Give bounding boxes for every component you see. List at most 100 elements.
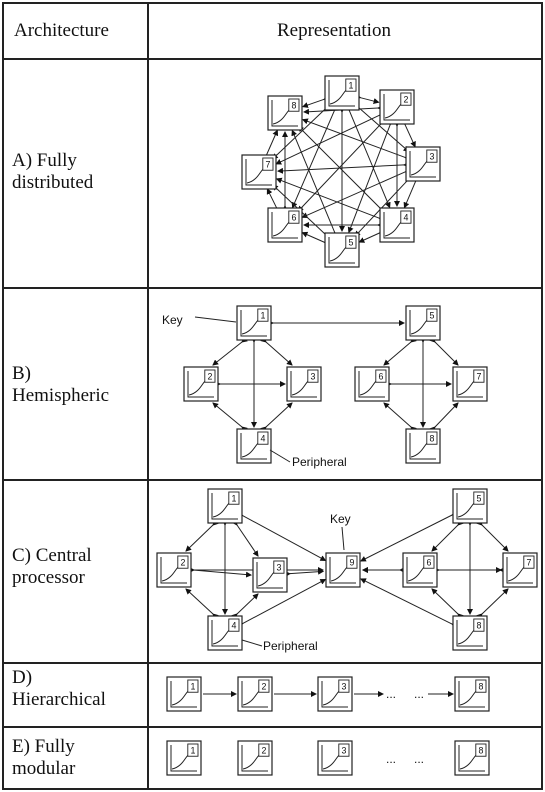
module-node: 3 bbox=[405, 146, 441, 182]
connection-arrow bbox=[260, 336, 293, 366]
module-node-number: 5 bbox=[429, 311, 434, 321]
key-pointer bbox=[341, 526, 345, 551]
module-node-number: 3 bbox=[341, 746, 346, 756]
row-label-line: B) bbox=[12, 363, 31, 384]
ellipsis: ... bbox=[386, 687, 396, 701]
module-node: 5 bbox=[405, 305, 441, 341]
row-label-central-processor: C) Central processor bbox=[12, 545, 92, 589]
connection-arrow bbox=[185, 588, 219, 620]
ellipsis: ... bbox=[386, 752, 396, 766]
key-label: Key bbox=[162, 313, 183, 327]
module-node: 6 bbox=[354, 366, 390, 402]
connection-arrow bbox=[284, 568, 325, 577]
peripheral-pointer bbox=[269, 449, 291, 463]
connection-arrow bbox=[266, 188, 282, 214]
module-node-number: 5 bbox=[348, 238, 353, 248]
module-node-number: 8 bbox=[291, 101, 296, 111]
module-node-number: 4 bbox=[231, 621, 236, 631]
module-node-number: 2 bbox=[207, 372, 212, 382]
connection-arrow bbox=[360, 578, 458, 630]
header-representation: Representation bbox=[277, 20, 391, 41]
module-node-number: 6 bbox=[291, 213, 296, 223]
row-label-line: processor bbox=[12, 567, 85, 588]
module-node-number: 7 bbox=[476, 372, 481, 382]
header-architecture: Architecture bbox=[14, 20, 109, 41]
module-node: 8 bbox=[405, 428, 441, 464]
connection-arrow bbox=[403, 175, 421, 209]
module-node-number: 8 bbox=[478, 746, 483, 756]
module-node-number: 3 bbox=[276, 563, 281, 573]
connection-arrow bbox=[400, 118, 416, 148]
row-label-hemispheric: B) Hemispheric bbox=[12, 363, 109, 407]
module-node: 6 bbox=[402, 552, 438, 588]
row-label-fully-distributed: A) Fully distributed bbox=[12, 150, 93, 194]
module-node: 7 bbox=[452, 366, 488, 402]
module-node: 3 bbox=[317, 676, 353, 712]
module-node: 3 bbox=[317, 740, 353, 776]
module-node: 8 bbox=[454, 676, 490, 712]
connection-arrow bbox=[429, 402, 459, 433]
row-label-line: C) Central bbox=[12, 545, 92, 566]
module-node-number: 1 bbox=[231, 494, 236, 504]
module-node-number: 8 bbox=[476, 621, 481, 631]
module-node-number: 3 bbox=[429, 152, 434, 162]
module-node-number: 2 bbox=[261, 682, 266, 692]
row-label-line: E) Fully bbox=[12, 736, 75, 757]
row-label-line: A) Fully bbox=[12, 150, 77, 171]
module-node: 2 bbox=[237, 740, 273, 776]
module-node: 7 bbox=[502, 552, 538, 588]
connection-arrow bbox=[354, 93, 380, 104]
key-pointer bbox=[194, 316, 237, 323]
ellipsis: ... bbox=[414, 752, 424, 766]
module-node: 1 bbox=[324, 75, 360, 111]
module-node: 8 bbox=[267, 95, 303, 131]
row-label-line: modular bbox=[12, 758, 76, 779]
module-node-number: 1 bbox=[260, 311, 265, 321]
connection-arrow bbox=[431, 519, 464, 552]
module-node: 5 bbox=[452, 488, 488, 524]
connection-arrow bbox=[344, 104, 391, 209]
module-node-number: 7 bbox=[526, 558, 531, 568]
connection-arrow bbox=[358, 228, 386, 243]
connection-arrow bbox=[359, 510, 458, 562]
connection-arrow bbox=[301, 231, 331, 248]
module-node-number: 4 bbox=[403, 213, 408, 223]
module-node-number: 2 bbox=[180, 558, 185, 568]
connection-arrow bbox=[187, 566, 252, 578]
module-node-number: 6 bbox=[426, 558, 431, 568]
connection-arrow bbox=[212, 402, 248, 433]
peripheral-label: Peripheral bbox=[292, 455, 347, 469]
module-node-number: 1 bbox=[190, 682, 195, 692]
connection-arrow bbox=[301, 94, 330, 108]
module-node-number: 3 bbox=[341, 682, 346, 692]
row-label-hierarchical: D) Hierarchical bbox=[12, 667, 106, 711]
module-node: 8 bbox=[454, 740, 490, 776]
module-node: 1 bbox=[166, 676, 202, 712]
module-node: 9 bbox=[325, 552, 361, 588]
connection-arrow bbox=[261, 129, 279, 161]
connection-arrow bbox=[476, 519, 509, 552]
module-node-number: 9 bbox=[349, 558, 354, 568]
row-label-line: D) bbox=[12, 667, 33, 688]
connection-arrow bbox=[383, 336, 417, 366]
module-node: 2 bbox=[183, 366, 219, 402]
module-node-number: 2 bbox=[261, 746, 266, 756]
module-node-number: 3 bbox=[310, 372, 315, 382]
module-node-number: 1 bbox=[348, 81, 353, 91]
connection-arrow bbox=[383, 402, 417, 433]
module-node: 8 bbox=[452, 615, 488, 651]
connection-arrow bbox=[236, 578, 327, 629]
module-node-number: 8 bbox=[478, 682, 483, 692]
module-node: 7 bbox=[241, 154, 277, 190]
module-node: 4 bbox=[207, 615, 243, 651]
row-label-fully-modular: E) Fully modular bbox=[12, 736, 75, 780]
peripheral-pointer bbox=[241, 639, 263, 647]
module-node: 1 bbox=[207, 488, 243, 524]
connection-arrow bbox=[429, 336, 459, 366]
module-node: 5 bbox=[324, 232, 360, 268]
row-label-line: Hierarchical bbox=[12, 689, 106, 710]
connection-arrow bbox=[236, 510, 327, 561]
